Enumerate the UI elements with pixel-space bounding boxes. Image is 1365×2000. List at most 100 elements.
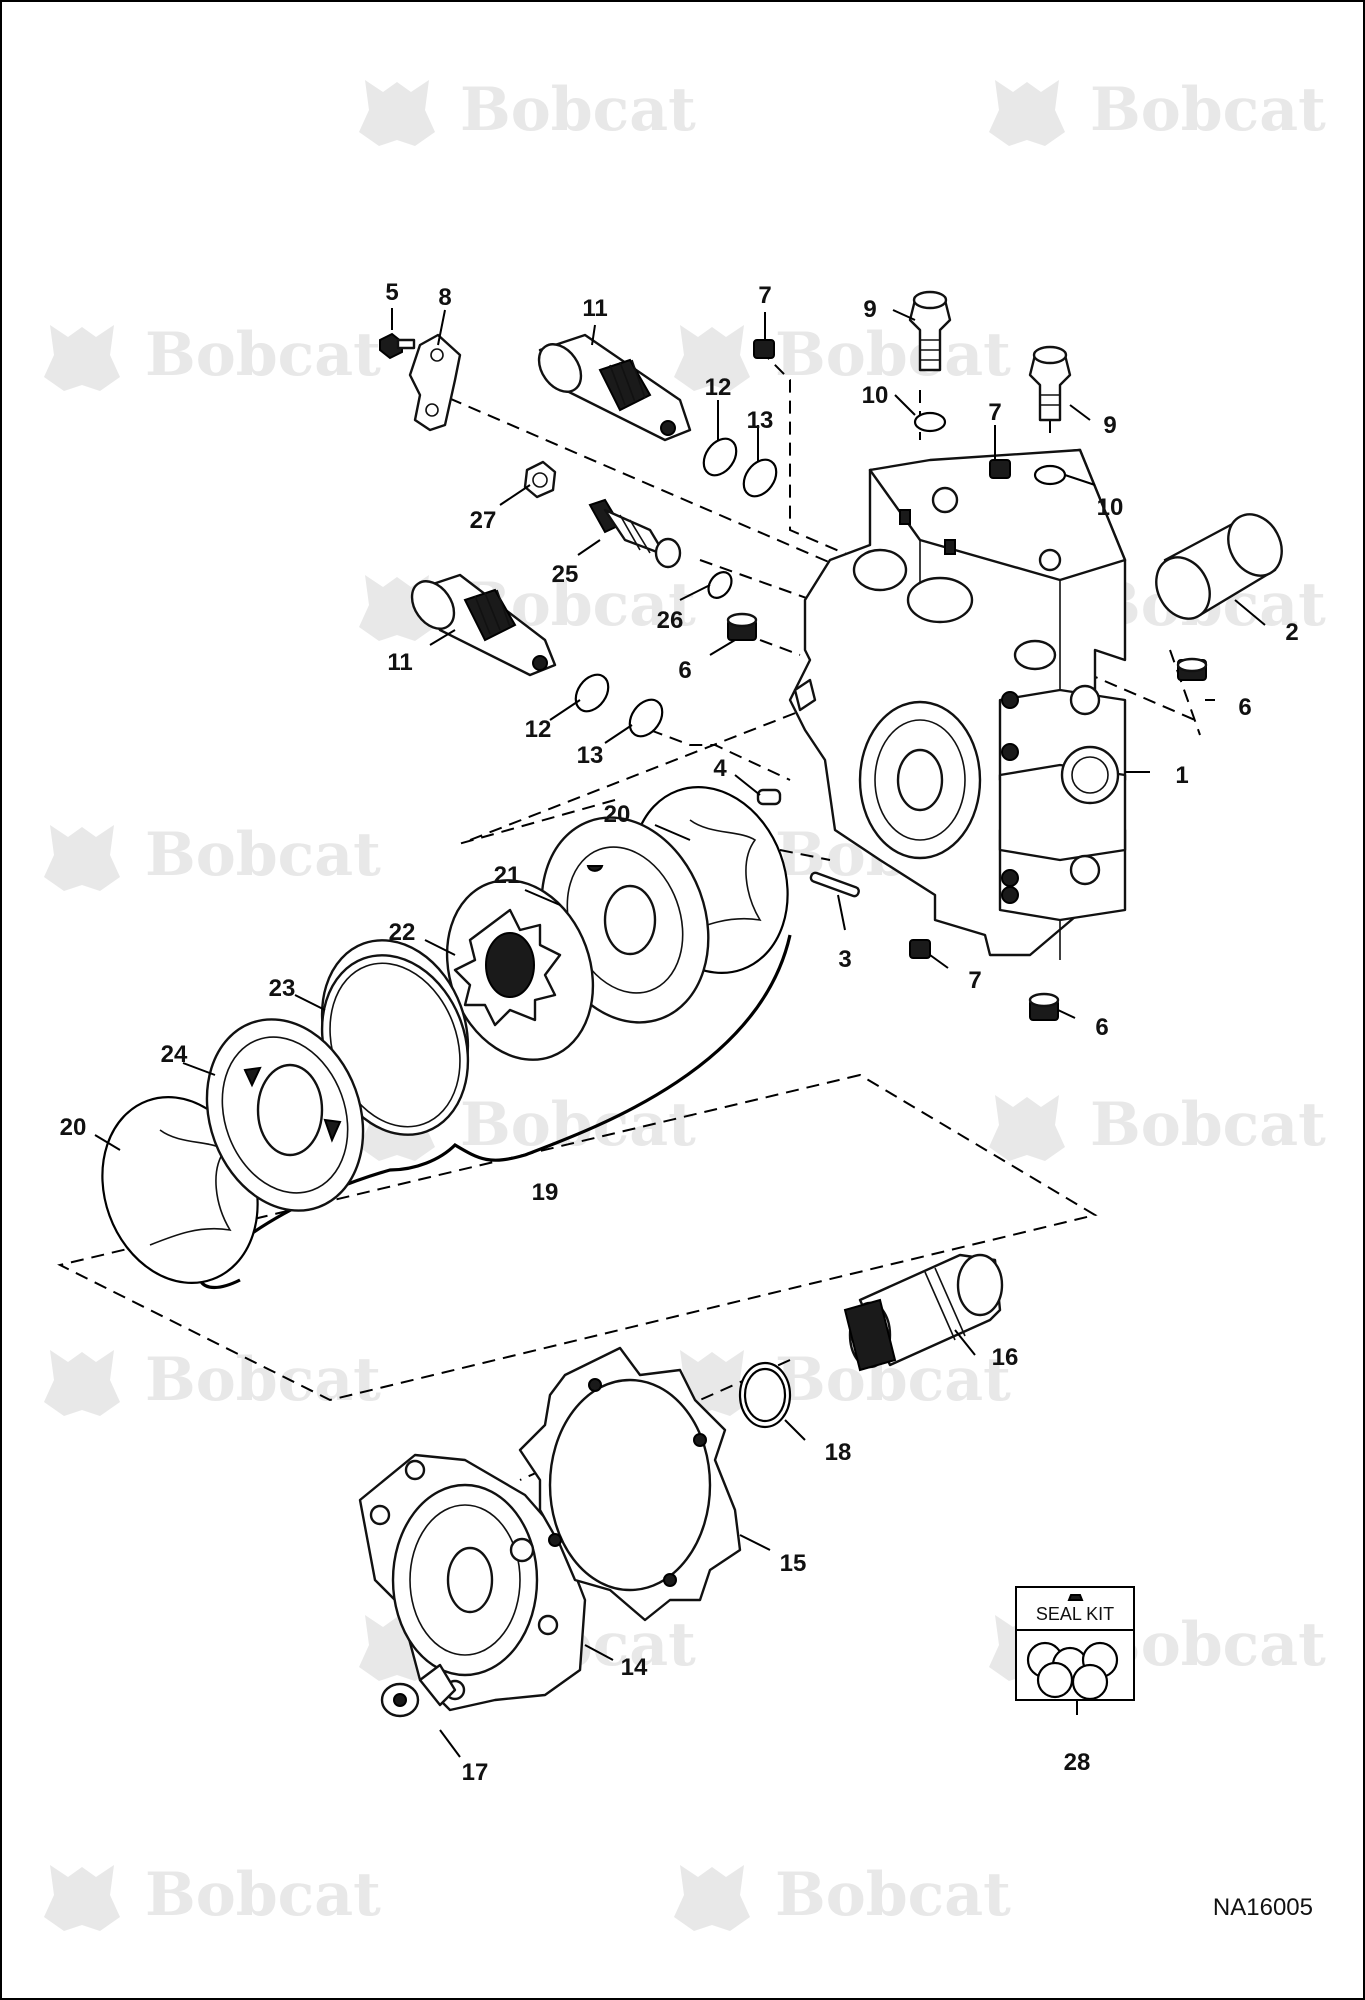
plug-part <box>908 290 952 372</box>
plug-part <box>909 939 931 959</box>
callout-label: 13 <box>577 742 604 769</box>
bobcat-watermark: Bobcat <box>44 1345 381 1416</box>
callout-label: 17 <box>462 1759 489 1786</box>
callout-label: 6 <box>1095 1014 1108 1041</box>
callout-label: 11 <box>387 649 412 676</box>
callout-label: 10 <box>1097 494 1124 521</box>
seal-kit-label: SEAL KIT <box>1036 1604 1114 1624</box>
bobcat-logo-icon <box>44 1865 120 1931</box>
coupler-part <box>843 1253 1004 1372</box>
callout-label: 1 <box>1175 762 1188 789</box>
bobcat-logo-icon <box>44 1350 120 1416</box>
callout-label: 15 <box>780 1550 807 1577</box>
callout-label: 2 <box>1285 619 1298 646</box>
gerotor-part <box>445 879 595 1061</box>
callout-label: 3 <box>838 946 851 973</box>
callout-labels: 5 8 11 7 9 10 7 9 10 12 13 27 25 26 11 6… <box>60 279 1299 1786</box>
bracket-part <box>408 333 462 432</box>
callout-label: 13 <box>747 407 774 434</box>
callout-label: 21 <box>494 862 521 889</box>
callout-label: 19 <box>532 1179 559 1206</box>
callout-label: 4 <box>713 755 727 782</box>
leader-lines <box>94 308 1266 1758</box>
bobcat-watermark: Bobcat <box>674 320 1011 391</box>
callout-label: 7 <box>988 399 1001 426</box>
bobcat-logo-icon <box>674 1865 750 1931</box>
callout-label: 22 <box>389 919 416 946</box>
callout-label: 26 <box>657 607 684 634</box>
svg-text:Bobcat: Bobcat <box>1090 1090 1326 1160</box>
adjusting-screw-part <box>588 498 682 569</box>
callout-label: 9 <box>863 296 876 323</box>
flange-cover-part <box>358 1453 587 1712</box>
callout-label: 12 <box>705 374 732 401</box>
bobcat-watermark: Bobcat <box>989 75 1326 146</box>
o-ring-part <box>702 437 738 477</box>
bobcat-logo-icon <box>44 325 120 391</box>
bobcat-watermark: Bobcat <box>674 1860 1011 1931</box>
callout-label: 14 <box>621 1654 648 1681</box>
sleeve-part <box>1155 513 1283 620</box>
bobcat-logo-icon <box>44 825 120 891</box>
bobcat-logo-icon <box>989 1095 1065 1161</box>
svg-text:Bobcat: Bobcat <box>775 1860 1011 1930</box>
svg-text:Bobcat: Bobcat <box>145 320 381 390</box>
callout-label: 7 <box>758 282 771 309</box>
svg-text:Bobcat: Bobcat <box>775 320 1011 390</box>
dowel-part <box>756 788 782 806</box>
callout-label: 23 <box>269 975 296 1002</box>
valve-body-part <box>788 448 1127 960</box>
callout-label: 10 <box>862 382 889 409</box>
bobcat-watermark: Bobcat <box>44 1860 381 1931</box>
callout-label: 8 <box>438 284 451 311</box>
o-ring-part <box>742 458 778 498</box>
callout-label: 6 <box>1238 694 1251 721</box>
figure-id: NA16005 <box>1213 1894 1313 1921</box>
o-ring-part <box>707 571 733 599</box>
seal-kit-part <box>1015 1586 1135 1701</box>
snap-ring-part <box>738 1361 792 1429</box>
plug-part <box>753 339 775 359</box>
cartridge-valve-part <box>410 573 557 677</box>
o-ring-part <box>913 411 947 433</box>
bobcat-watermark: Bobcat <box>989 1090 1326 1161</box>
callout-label: 7 <box>968 967 981 994</box>
nut-part <box>523 460 557 499</box>
bolt-part <box>379 332 416 360</box>
bobcat-watermark: Bobcat <box>359 75 696 146</box>
callout-label: 9 <box>1103 412 1116 439</box>
pin-part <box>809 871 860 898</box>
bolt-part <box>380 1663 457 1718</box>
gasket-part <box>518 1346 742 1622</box>
plate-part <box>205 1018 365 1212</box>
svg-text:Bobcat: Bobcat <box>145 820 381 890</box>
svg-text:Bobcat: Bobcat <box>1090 75 1326 145</box>
callout-label: 27 <box>470 507 497 534</box>
svg-text:Bobcat: Bobcat <box>145 1345 381 1415</box>
callout-label: 11 <box>582 295 607 322</box>
o-ring-part <box>1033 464 1067 486</box>
svg-text:Bobcat: Bobcat <box>145 1860 381 1930</box>
svg-text:Bobcat: Bobcat <box>460 75 696 145</box>
callout-label: 20 <box>60 1114 87 1141</box>
callout-label: 24 <box>161 1041 188 1068</box>
bobcat-watermark: Bobcat <box>44 320 381 391</box>
o-ring-part <box>574 673 610 713</box>
plug-part <box>1028 345 1072 422</box>
plug-part <box>1028 992 1060 1021</box>
bobcat-logo-icon <box>359 80 435 146</box>
callout-label: 20 <box>604 801 631 828</box>
bobcat-logo-icon <box>674 325 750 391</box>
plug-part <box>1176 657 1208 681</box>
bobcat-watermark: Bobcat <box>44 820 381 891</box>
callout-label: 6 <box>678 657 691 684</box>
callout-label: 12 <box>525 716 552 743</box>
callout-label: 18 <box>825 1439 852 1466</box>
svg-text:Bobcat: Bobcat <box>460 1090 696 1160</box>
callout-label: 28 <box>1064 1749 1091 1776</box>
callout-label: 5 <box>385 279 398 306</box>
bobcat-logo-icon <box>989 80 1065 146</box>
cartridge-valve-part <box>537 333 692 442</box>
plug-part <box>989 459 1011 479</box>
